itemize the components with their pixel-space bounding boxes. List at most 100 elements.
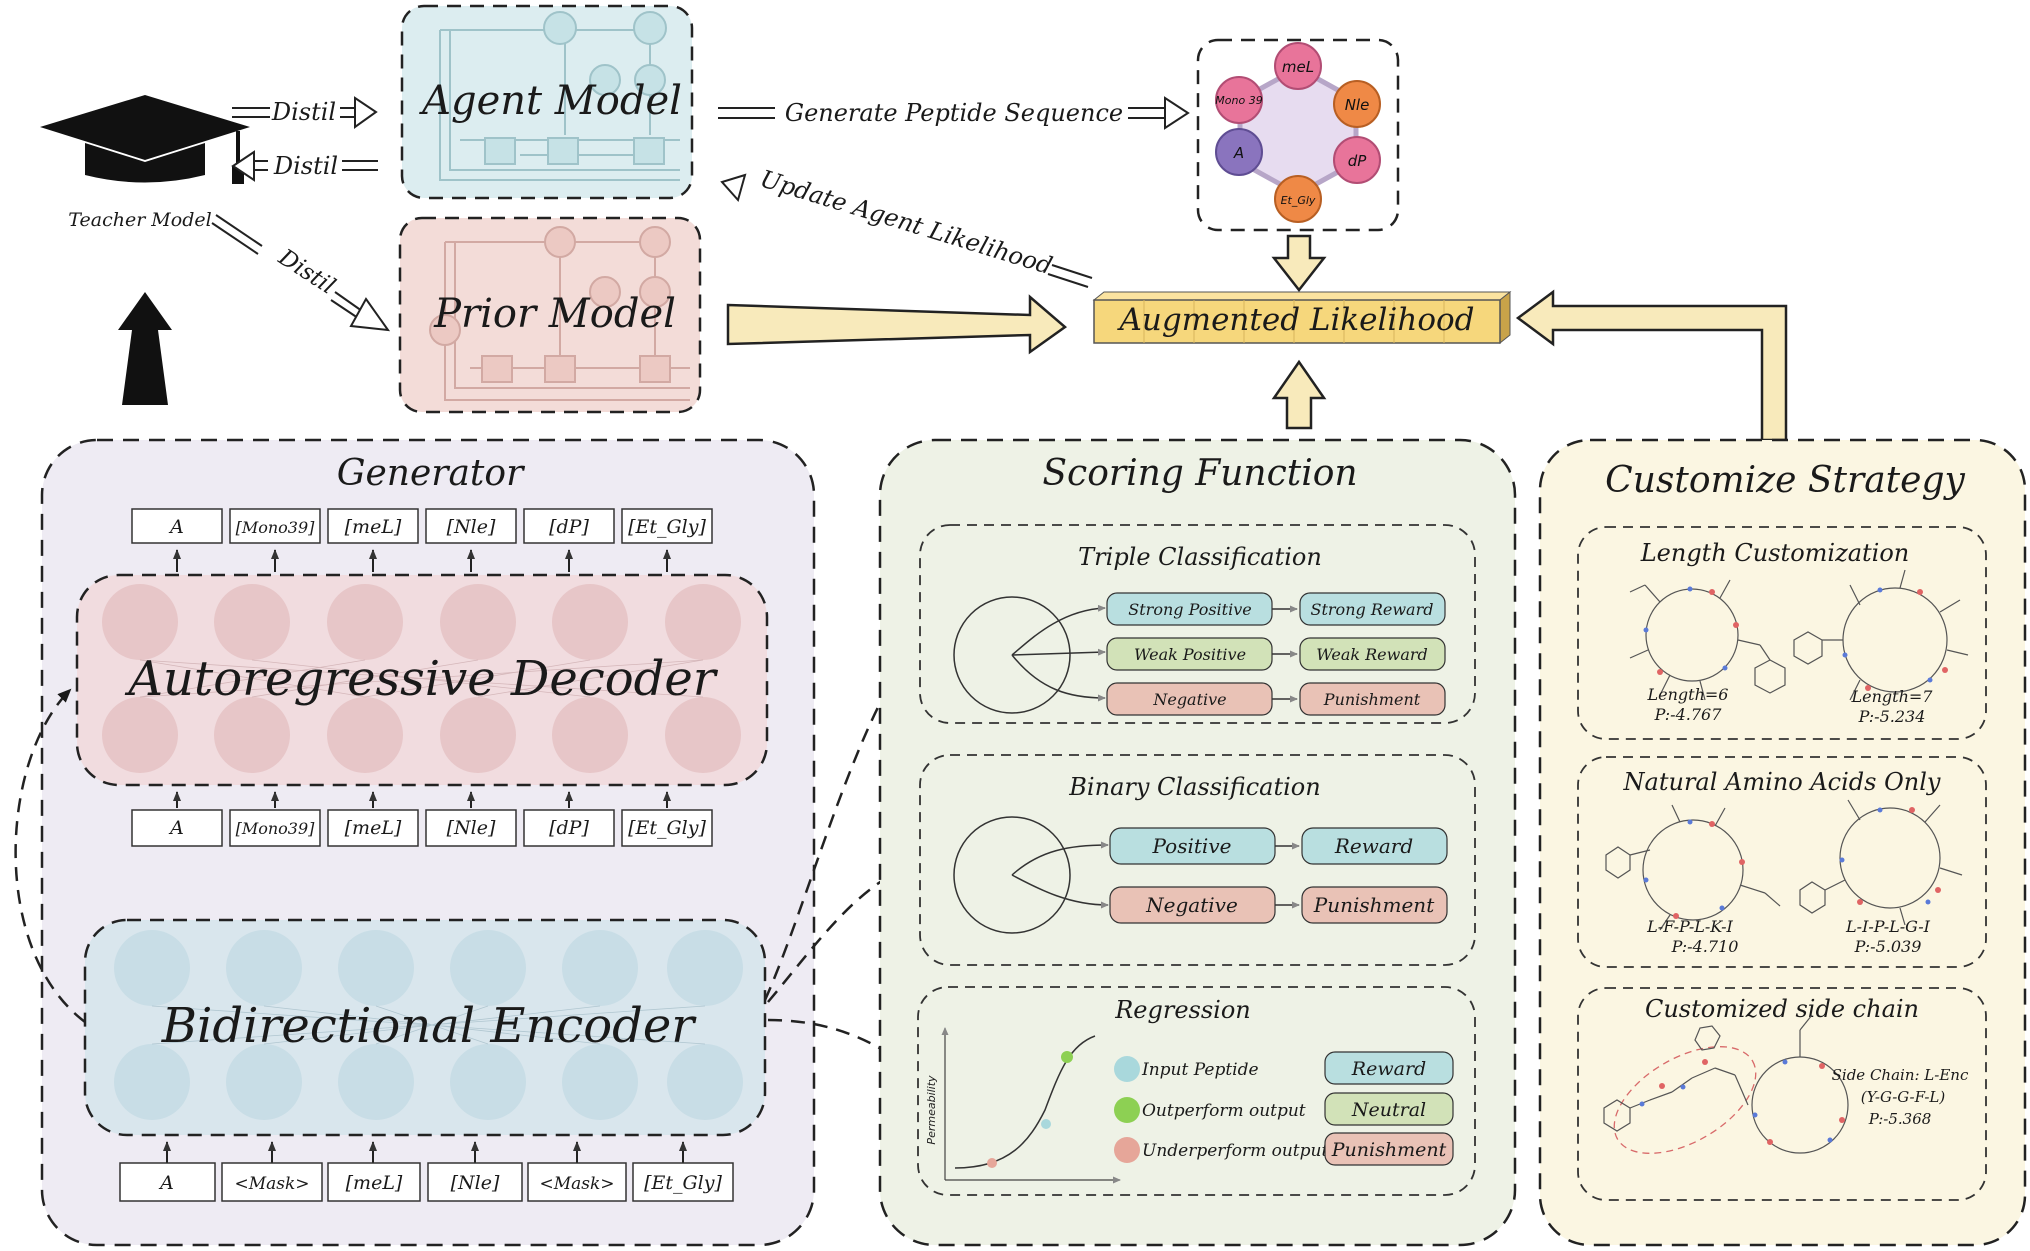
distil-arrow-to-teacher: Distil xyxy=(231,150,378,182)
length-b-p: P:-5.234 xyxy=(1858,707,1926,726)
token: [Mono39] xyxy=(236,518,316,537)
natural-a-p: P:-4.710 xyxy=(1671,937,1739,956)
pill-label: Reward xyxy=(1351,1058,1426,1080)
token: [dP] xyxy=(549,516,589,538)
legend-label: Input Peptide xyxy=(1141,1060,1259,1080)
regression: Regression Permeability Input Peptide Ou… xyxy=(917,986,1476,1196)
natural-amino-acids: Natural Amino Acids Only xyxy=(1577,756,1987,968)
svg-text:Nle: Nle xyxy=(1345,96,1370,114)
encoder-to-decoder-arrow xyxy=(14,688,86,1023)
regression-legend: Input Peptide Outperform output Underper… xyxy=(1114,1056,1328,1163)
prior-to-augmented-arrow xyxy=(726,294,1068,355)
svg-text:A: A xyxy=(1233,144,1244,162)
length-b-label: Length=7 xyxy=(1851,687,1934,706)
side-chain-title: Customized side chain xyxy=(1645,995,1919,1023)
token: [meL] xyxy=(345,817,402,839)
prior-model: Prior Model xyxy=(398,216,702,414)
token: A xyxy=(168,817,184,839)
token: A xyxy=(168,516,184,538)
binary-classification: Binary Classification Positive Negative … xyxy=(919,754,1476,966)
token: [Nle] xyxy=(451,1172,500,1194)
distil-label-1: Distil xyxy=(271,98,336,126)
token: [Et_Gly] xyxy=(628,817,706,839)
peptide-ring: meL Nle dP Et_Gly A Mono 39 xyxy=(1196,38,1400,232)
generator-panel: Generator A [Mono39] [meL] [Nle] [dP] [E… xyxy=(14,438,816,1247)
generator-title: Generator xyxy=(337,453,525,494)
svg-text:meL: meL xyxy=(1282,58,1314,76)
length-a-label: Length=6 xyxy=(1647,685,1729,704)
side-chain-line-3: P:-5.368 xyxy=(1868,1110,1932,1128)
bidirectional-encoder: Bidirectional Encoder xyxy=(83,918,767,1137)
token: [Et_Gly] xyxy=(628,516,706,538)
pill-label: Punishment xyxy=(1331,1139,1447,1161)
binary-title: Binary Classification xyxy=(1068,773,1320,801)
length-a-p: P:-4.767 xyxy=(1654,705,1723,724)
length-title: Length Customization xyxy=(1640,539,1910,567)
side-chain-highlight xyxy=(1613,1046,1757,1154)
token: [dP] xyxy=(549,817,589,839)
peptide-node-A: A xyxy=(1215,128,1263,176)
agent-model: Agent Model xyxy=(400,4,694,200)
svg-text:Et_Gly: Et_Gly xyxy=(1281,194,1316,207)
legend-label: Underperform output xyxy=(1142,1141,1328,1161)
token: [meL] xyxy=(346,1172,403,1194)
distil-label-3: Distil xyxy=(273,244,340,300)
molecule-structure xyxy=(1799,799,1963,926)
prior-model-label: Prior Model xyxy=(433,291,676,337)
big-up-arrow xyxy=(118,292,172,405)
molecule-structure xyxy=(1605,804,1781,931)
pill-label: Punishment xyxy=(1323,690,1421,709)
distil-arrow-to-prior: Distil xyxy=(211,214,391,332)
token: [meL] xyxy=(345,516,402,538)
token: [Mono39] xyxy=(236,819,316,838)
regression-ylabel: Permeability xyxy=(925,1075,938,1145)
update-arrow: Update Agent Likelihood xyxy=(720,165,1093,288)
peptide-node-meL: meL xyxy=(1274,42,1322,90)
pill-label: Negative xyxy=(1145,893,1238,917)
decoder-label: Autoregressive Decoder xyxy=(124,651,718,707)
triple-title: Triple Classification xyxy=(1078,543,1322,571)
scoring-to-augmented-arrow xyxy=(1271,359,1327,430)
pill-label: Strong Reward xyxy=(1311,600,1434,619)
side-chain-line-1: Side Chain: L-Enc xyxy=(1832,1066,1969,1084)
regression-plot: Permeability xyxy=(925,1027,1121,1184)
length-customization: Length Customization xyxy=(1577,526,1987,740)
side-chain-line-2: (Y-G-G-F-L) xyxy=(1861,1088,1946,1106)
pill-label: Neutral xyxy=(1351,1099,1426,1121)
token: [Nle] xyxy=(447,516,496,538)
strategy-to-augmented-arrow xyxy=(1515,289,1788,442)
augmented-likelihood-label: Augmented Likelihood xyxy=(1116,302,1474,338)
pill-label: Negative xyxy=(1152,690,1226,709)
pill-label: Reward xyxy=(1334,834,1413,858)
natural-a-seq: L-F-P-L-K-I xyxy=(1646,917,1733,936)
peptide-node-dP: dP xyxy=(1333,136,1381,184)
legend-label: Outperform output xyxy=(1142,1101,1306,1121)
teacher-model: Teacher Model xyxy=(40,95,250,405)
token: A xyxy=(158,1172,174,1194)
token: <Mask> xyxy=(539,1174,614,1194)
strategy-panel: Customize Strategy Length Customization xyxy=(1538,438,2027,1247)
pill-label: Weak Positive xyxy=(1134,645,1246,664)
peptide-node-Mono39: Mono 39 xyxy=(1215,76,1263,124)
customized-side-chain: Customized side chain Side Chain: L-E xyxy=(1577,987,1987,1201)
agent-model-label: Agent Model xyxy=(418,78,682,124)
svg-text:dP: dP xyxy=(1348,152,1368,170)
pill-label: Strong Positive xyxy=(1128,600,1251,619)
ring-to-augmented-arrow xyxy=(1271,234,1327,293)
pill-label: Punishment xyxy=(1313,893,1435,917)
outperform-point xyxy=(1061,1051,1073,1063)
scoring-panel: Scoring Function Triple Classification S… xyxy=(878,438,1517,1247)
token: [Nle] xyxy=(447,817,496,839)
peptide-node-Nle: Nle xyxy=(1333,80,1381,128)
natural-b-p: P:-5.039 xyxy=(1854,937,1922,956)
natural-b-seq: L-I-P-L-G-I xyxy=(1845,917,1931,936)
triple-classification: Triple Classification Strong Positive We… xyxy=(919,524,1476,724)
encoder-input-tokens: A <Mask> [meL] [Nle] <Mask> [Et_Gly] xyxy=(119,1162,734,1202)
distil-label-2: Distil xyxy=(273,152,338,180)
distil-arrow-to-agent: Distil xyxy=(232,96,378,129)
decoder-input-tokens: A [Mono39] [meL] [Nle] [dP] [Et_Gly] xyxy=(131,809,713,847)
strategy-title: Customize Strategy xyxy=(1605,460,1965,501)
molecule-structure xyxy=(1793,569,1969,701)
input-point xyxy=(1041,1119,1051,1129)
